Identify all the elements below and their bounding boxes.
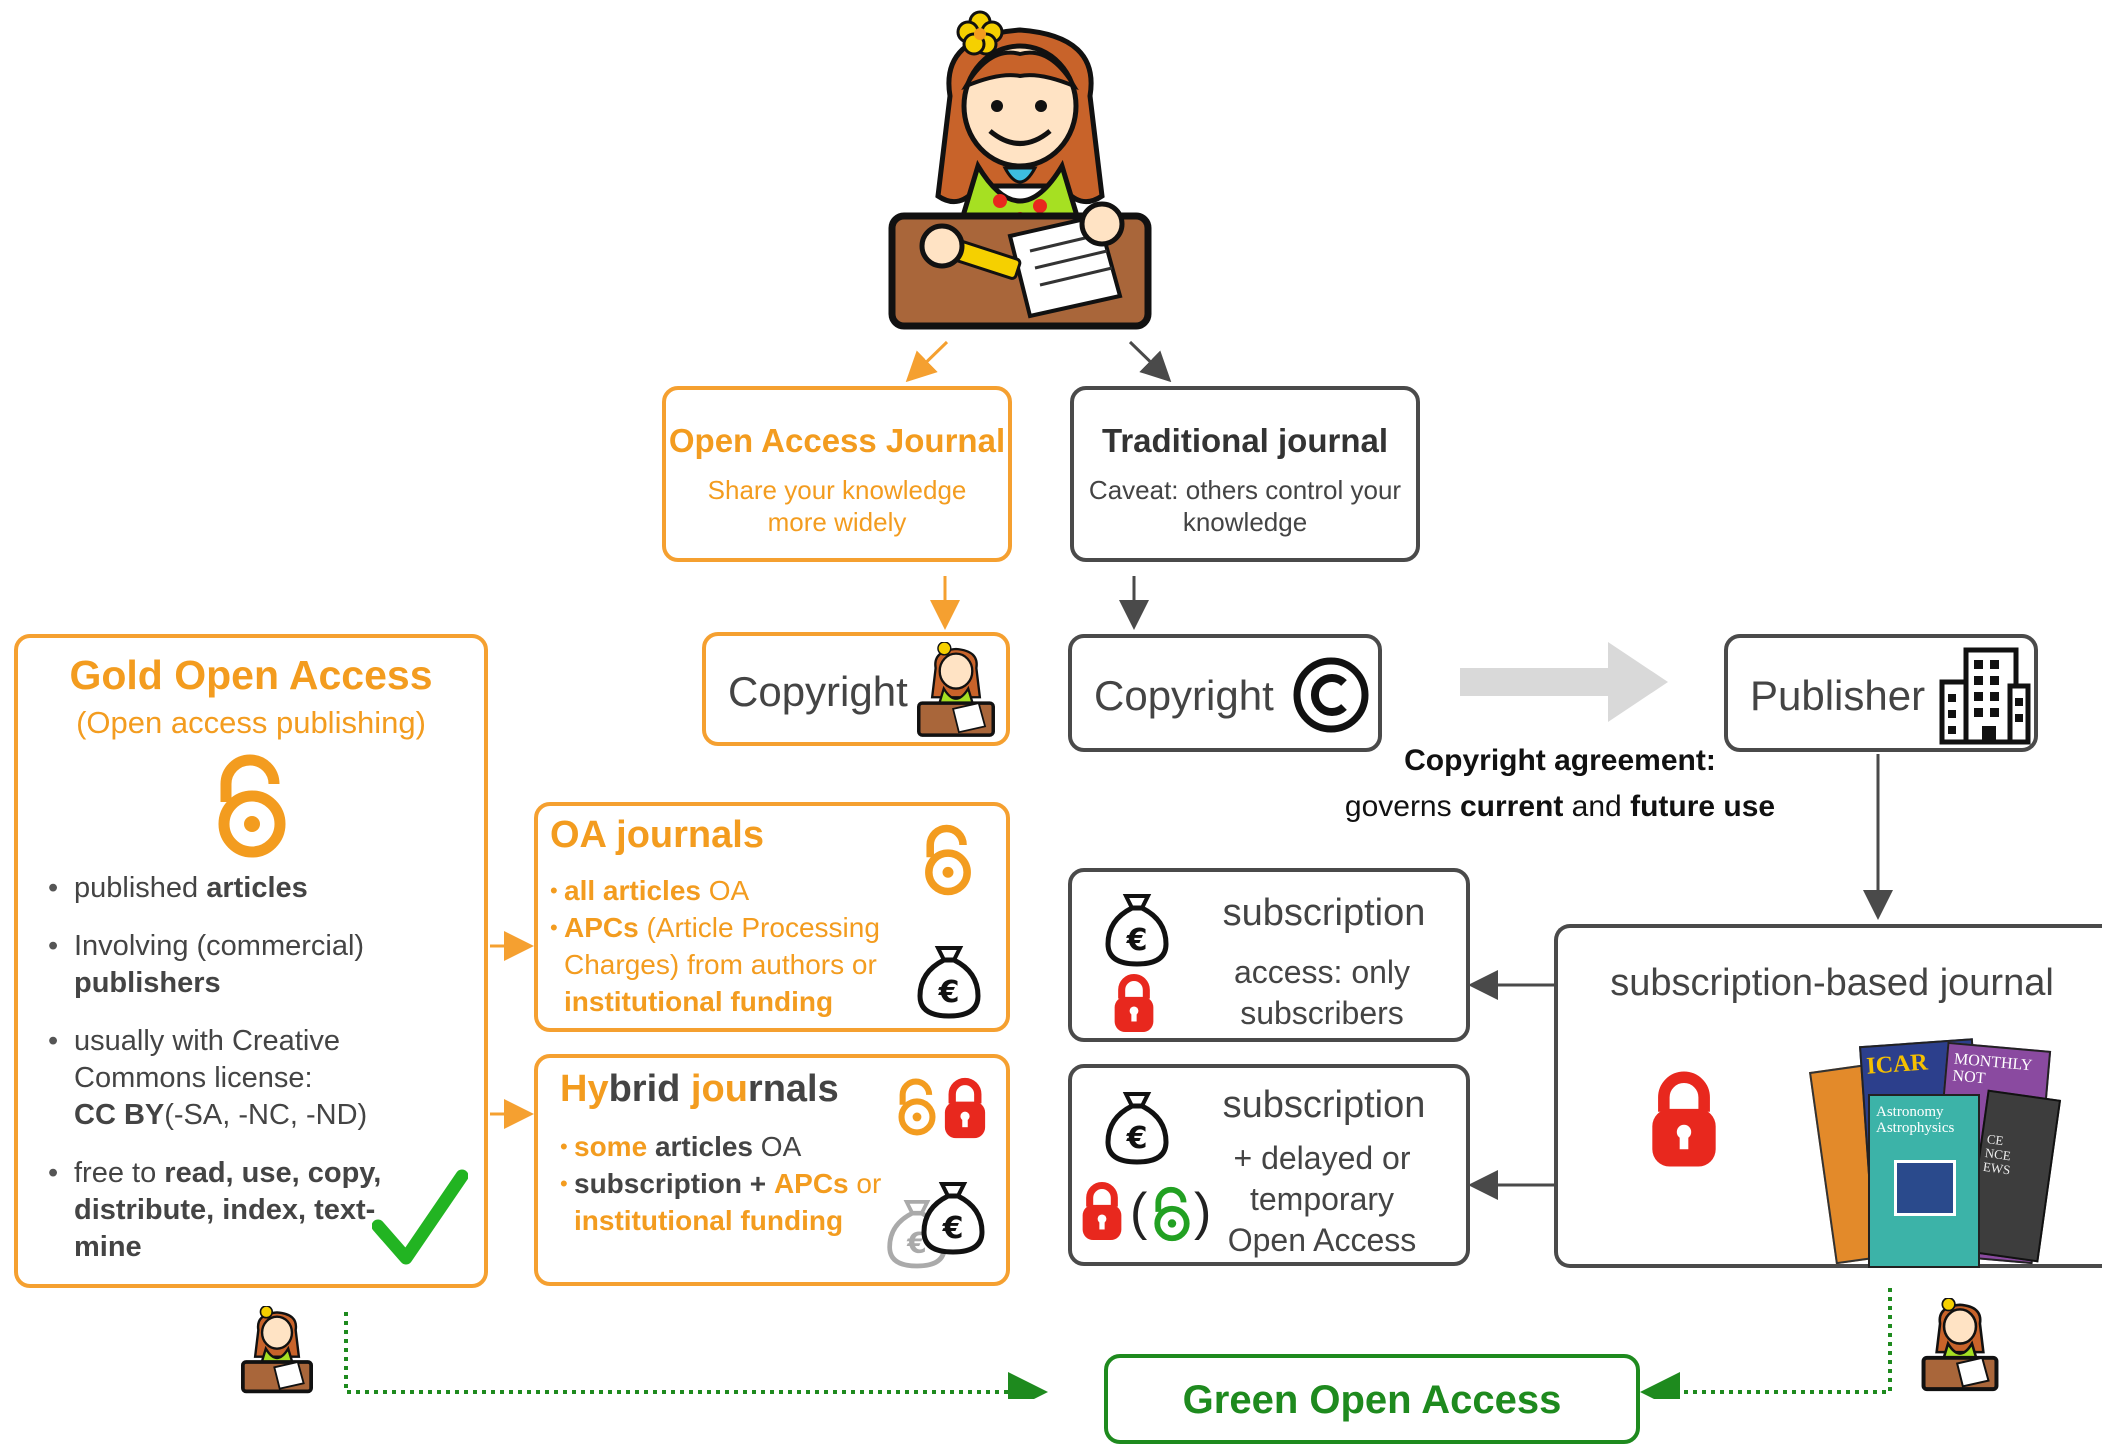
open-access-journal-box: Open Access Journal Share your knowledge… — [662, 386, 1012, 562]
open-lock-icon — [214, 754, 290, 863]
gold-subtitle: (Open access publishing) — [76, 705, 426, 740]
subscription-desc: access: only subscribers — [1233, 954, 1411, 1031]
svg-text:€: € — [938, 975, 960, 1010]
subscription-desc: + delayed or temporary — [1233, 1140, 1411, 1217]
subscription-journal-title: subscription-based journal — [1610, 962, 2054, 1004]
green-dotted-left — [344, 1312, 1048, 1399]
subscription-based-journal-box: subscription-based journal ICAR MONTHLY … — [1554, 924, 2102, 1268]
open-lock-icon — [922, 824, 974, 901]
arrow-to-oa-journal — [905, 340, 949, 383]
hybrid-list: some articles OA subscription + APCs or … — [560, 1128, 900, 1239]
arrow-to-traditional — [1128, 340, 1172, 383]
checkmark-icon — [371, 1168, 469, 1273]
money-bag-euro-icon: € — [1102, 890, 1172, 973]
copyright-agreement: Copyright agreement: governs current and… — [1250, 744, 1870, 824]
traditional-journal-title: Traditional journal — [1101, 422, 1389, 459]
money-bag-euro-icon: € — [918, 1178, 988, 1261]
journal-cover: Astronomy Astrophysics — [1868, 1094, 1980, 1268]
traditional-journal-subtitle: Caveat: others control your knowledge — [1088, 475, 1402, 537]
oa-journal-subtitle: Share your knowledge more widely — [707, 475, 967, 537]
publisher-box: Publisher — [1724, 634, 2038, 752]
gold-bullet-list: published articles Involving (commercial… — [48, 870, 438, 1287]
paren-close: ) — [1194, 1183, 1212, 1241]
author-girl-icon — [236, 1305, 318, 1394]
agreement-and: and — [1571, 790, 1622, 823]
gold-open-access-box: Gold Open Access (Open access publishing… — [14, 634, 488, 1288]
subscription-title: subscription — [1222, 1084, 1426, 1126]
connector-layer — [344, 340, 1893, 1399]
oa-journals-title: OA journals — [550, 814, 764, 856]
oa-journals-list: all articles OA APCs (Article Processing… — [550, 872, 920, 1020]
copyright-icon — [1292, 656, 1370, 739]
green-dotted-right — [1640, 1288, 1892, 1399]
hybrid-title: Hybrid journals — [560, 1068, 839, 1110]
copyright-traditional-label: Copyright — [1094, 672, 1274, 719]
agreement-title: Copyright agreement: — [1404, 744, 1716, 777]
gold-bullet: Involving (commercial)publishers — [48, 928, 438, 1002]
author-girl-icon — [910, 641, 1002, 738]
agreement-pre: governs — [1344, 790, 1452, 823]
author-girl-icon — [1918, 1297, 2002, 1392]
copyright-traditional-box: Copyright — [1068, 634, 1382, 752]
traditional-journal-box: Traditional journal Caveat: others contr… — [1070, 386, 1420, 562]
subscription-access-box: € subscription access: only subscribers — [1068, 868, 1470, 1042]
oa-journals-box: OA journals all articles OA APCs (Articl… — [534, 802, 1010, 1032]
subscription-title: subscription — [1222, 892, 1426, 934]
copyright-oa-label: Copyright — [728, 668, 908, 715]
oa-journals-item: all articles OA — [550, 872, 920, 909]
paren-open: ( — [1130, 1183, 1148, 1241]
closed-lock-icon — [1112, 972, 1156, 1039]
green-open-access-box: Green Open Access — [1104, 1354, 1640, 1444]
svg-text:€: € — [942, 1211, 964, 1246]
oa-journals-item: APCs (Article Processing Charges) from a… — [550, 909, 920, 1020]
hybrid-journals-box: Hybrid journals some articles OA subscri… — [534, 1054, 1010, 1286]
gold-bullet: usually with Creative Commons license:CC… — [48, 1023, 438, 1134]
money-bag-euro-icon: € — [1102, 1088, 1172, 1171]
gold-bullet: published articles — [48, 870, 438, 907]
publisher-label: Publisher — [1750, 672, 1926, 719]
copyright-oa-box: Copyright — [702, 632, 1010, 746]
gold-title: Gold Open Access — [69, 652, 433, 698]
cover-grid — [1894, 1160, 1956, 1216]
money-bag-euro-icon: € — [914, 942, 984, 1025]
journal-covers-stack: ICAR MONTHLY NOT CE NCE EWS Astronomy As… — [1808, 1034, 2062, 1268]
closed-lock-icon — [1648, 1068, 1720, 1175]
closed-lock-icon — [1080, 1180, 1124, 1247]
subscription-desc-oa: Open Access — [1227, 1222, 1417, 1258]
green-title: Green Open Access — [1182, 1378, 1562, 1422]
svg-text:€: € — [1126, 923, 1148, 958]
building-icon — [1934, 646, 2034, 751]
open-lock-icon — [1152, 1186, 1192, 1247]
big-gray-arrow — [1460, 642, 1668, 722]
open-lock-icon — [896, 1076, 938, 1143]
hybrid-item: subscription + APCs or institutional fun… — [560, 1165, 900, 1239]
closed-lock-icon — [942, 1076, 988, 1145]
svg-text:€: € — [1126, 1121, 1148, 1156]
agreement-current: current — [1459, 790, 1564, 823]
gold-bullet: free to read, use, copy, distribute, ind… — [48, 1155, 414, 1266]
oa-journal-title: Open Access Journal — [668, 422, 1006, 459]
agreement-future: future use — [1630, 790, 1776, 823]
hybrid-item: some articles OA — [560, 1128, 900, 1165]
author-girl-icon — [880, 6, 1160, 336]
subscription-delayed-box: € ( ) subscription + delayed or temporar… — [1068, 1064, 1470, 1266]
